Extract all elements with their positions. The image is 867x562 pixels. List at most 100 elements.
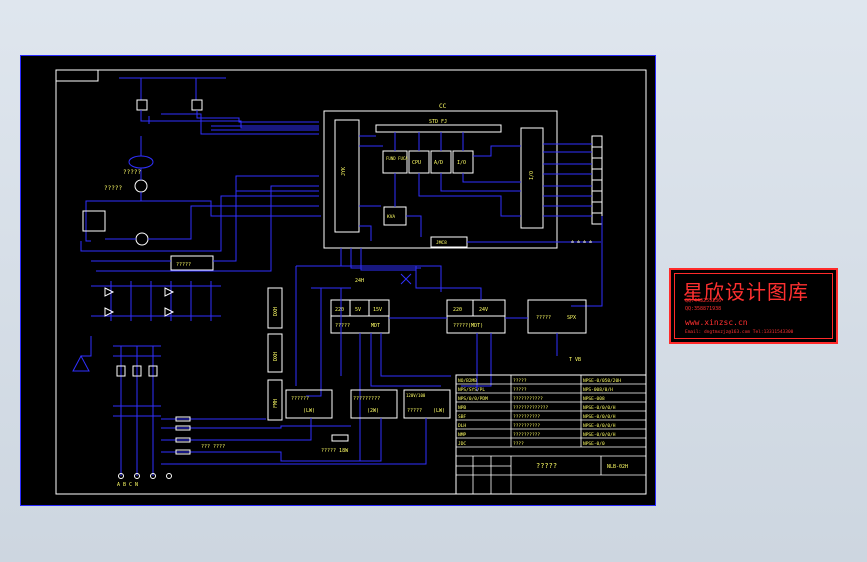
rectifier-label: ?????: [176, 262, 191, 268]
table-cell: ??????????: [513, 414, 540, 420]
std-bus-label: STD FJ: [429, 119, 447, 125]
motor-label: ?????: [123, 169, 141, 176]
ad-label: A/D: [434, 160, 443, 166]
terminal-n: [166, 473, 172, 479]
resistor-label: ????? 18W: [321, 448, 349, 454]
parts-table: NO/B2MB????? NPSE-0/050/20H NPS/SYS/PL????…: [458, 378, 621, 447]
cpu-fund-module: [382, 150, 408, 174]
table-cell: DLH: [458, 423, 466, 429]
contactor-k3: [148, 365, 158, 377]
drawing-code: NLB-02H: [607, 464, 628, 470]
bottom-box-3-sub: (LW): [433, 408, 445, 414]
mid-text: ??? ????: [201, 444, 225, 450]
table-cell: NPSE-0/050/20H: [583, 378, 621, 384]
bottom-box-3: [403, 389, 451, 419]
table-cell: NPS-008/0/H: [583, 387, 613, 393]
resistor-wiring: [266, 418, 427, 465]
contactor-k1: [116, 365, 126, 377]
controller-wiring: [359, 132, 521, 241]
psu1-220: 220: [335, 307, 344, 313]
vertical-label-1: DXH: [273, 307, 279, 316]
motor-symbol: [128, 155, 154, 169]
watermark-qq2: QQ:358871938: [685, 306, 722, 312]
motor-wiring: [85, 136, 321, 242]
table-cell: NPSE-0/0/0/H: [583, 432, 616, 438]
watermark-stamp: 星欣设计图库 QQ:443255236 QQ:358871938 www.xin…: [669, 268, 838, 344]
io-label: I/O: [457, 160, 466, 166]
motor2-label: ?????: [104, 185, 122, 192]
rectifier-wiring: [91, 175, 319, 272]
fuse-4: [175, 449, 191, 455]
vertical-box-1: [267, 287, 283, 329]
bottom-box-1-label: ??????: [291, 396, 309, 402]
table-cell: NPSE-0/0/0/H: [583, 423, 616, 429]
watermark-website: www.xinzsc.cn: [685, 318, 748, 327]
table-cell: NPS/0/0/PDM: [458, 396, 488, 402]
watermark-qq1: QQ:443255236: [685, 298, 722, 304]
table-cell: NPSE-008: [583, 396, 605, 402]
std-bus: [375, 124, 502, 133]
supply-line-label: 24H: [355, 278, 364, 284]
table-cell: NO/B2MB: [458, 378, 477, 384]
psu1-name: ?????: [335, 323, 350, 329]
table-cell: ??????????: [513, 423, 540, 429]
right-bus-module: [520, 127, 544, 229]
table-cell: ????: [513, 441, 524, 447]
thyristor-bridge: [91, 281, 221, 321]
table-cell: NPS/SYS/PL: [458, 387, 485, 393]
bottom-box-2-sub: (2W): [367, 408, 379, 414]
psu-box-2-divider: [447, 300, 505, 317]
terminal-a: [118, 473, 124, 479]
psu3-name: ?????: [536, 315, 551, 321]
right-bus-label: I/O: [529, 171, 535, 180]
top-busbar: [119, 77, 226, 100]
bottom-box-1-sub: (LW): [303, 408, 315, 414]
fuse-1: [175, 416, 191, 422]
voltmeter: [135, 232, 149, 246]
watermark-footer: Email: dngtmxzjz@163.com Tel:13311543300: [685, 330, 794, 335]
tank-module: [334, 119, 360, 233]
psu-wiring: [306, 266, 558, 461]
feed-lines: [140, 110, 319, 135]
fuse-3: [175, 437, 191, 443]
psu2-24v: 24V: [479, 307, 488, 313]
table-cell: ?????: [513, 378, 527, 384]
frame-tab: [55, 69, 99, 82]
table-cell: NPB: [458, 405, 466, 411]
psu1-5v: 5V: [355, 307, 361, 313]
rectifier-box: [170, 255, 214, 271]
right-connector-dividers: [592, 146, 602, 214]
cpu-fund-label: FUND FUCA: [386, 156, 408, 161]
terminal-b: [134, 473, 140, 479]
table-cell: NPSE-0/0: [583, 441, 605, 447]
drawing-sheet: CC STD FJ JYK FUND FUCA CPU A/D I/O I/O …: [20, 55, 656, 506]
breaker-block: [82, 210, 106, 232]
table-cell: ?????: [513, 387, 527, 393]
psu2-name: ?????(MDT): [453, 323, 483, 329]
table-cell: ?????????????: [513, 405, 549, 411]
bottom-box-2-label: ?????????: [353, 396, 380, 402]
psu1-15v: 15V: [373, 307, 382, 313]
terminal-c: [150, 473, 156, 479]
resistor: [331, 434, 349, 442]
table-cell: NMP: [458, 432, 466, 438]
vertical-label-3: FMH: [273, 399, 279, 408]
right-bus-wiring: [543, 143, 603, 307]
vertical-box-3: [267, 379, 283, 421]
table-cell: NPSE-0/0/0/H: [583, 405, 616, 411]
inner-frame: [55, 69, 647, 495]
fuse-lines: [161, 418, 266, 465]
vertical-label-2: DXH: [273, 352, 279, 361]
title-block: [455, 374, 647, 495]
table-cell: SBF: [458, 414, 466, 420]
contactor-k2: [132, 365, 142, 377]
kva-label: KVA: [387, 214, 395, 220]
electrical-schematic: CC STD FJ JYK FUND FUCA CPU A/D I/O I/O …: [55, 69, 647, 495]
relay-k1: [136, 99, 148, 111]
cpu-label: CPU: [412, 160, 421, 166]
voltmeter-wiring: [80, 195, 319, 252]
title-block-grid: [456, 375, 646, 494]
table-cell: JDC: [458, 441, 466, 447]
phase-labels: A B C N: [117, 482, 138, 488]
relay-k2: [191, 99, 203, 111]
